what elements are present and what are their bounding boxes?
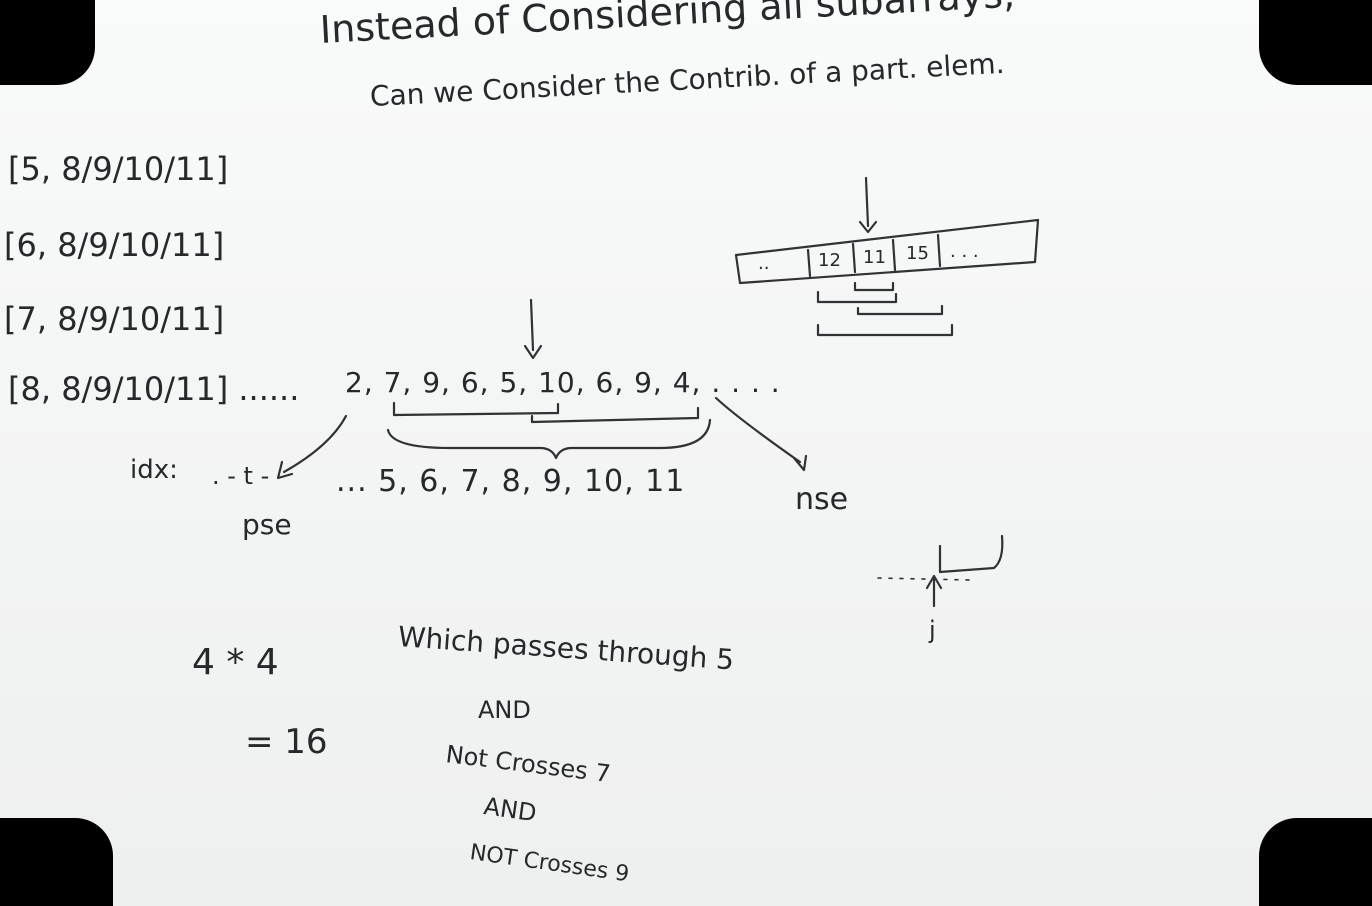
- array-box-divider: [806, 248, 812, 278]
- value-sequence: 2, 7, 9, 6, 5, 10, 6, 9, 4, . . . .: [345, 366, 781, 399]
- box-arrow-head: [858, 220, 878, 234]
- subarray-row-3: [7, 8/9/10/11]: [4, 300, 225, 338]
- sequence-brace: [386, 418, 712, 460]
- array-cell-1: 12: [818, 250, 841, 271]
- condition-line-2: AND: [478, 696, 531, 724]
- calc-result: = 16: [245, 722, 328, 762]
- subarray-row-1: [5, 8/9/10/11]: [8, 150, 229, 188]
- box-bracket: [816, 290, 898, 304]
- nse-curve: [714, 396, 802, 464]
- nse-arrow-head: [792, 454, 808, 472]
- idx-label: idx:: [130, 455, 178, 485]
- sequence-bracket: [392, 401, 560, 417]
- pse-label: pse: [242, 508, 292, 541]
- j-arrow-head: [925, 574, 943, 590]
- pse-curve: [282, 414, 348, 474]
- box-bracket: [853, 281, 895, 292]
- subarray-row-4: [8, 8/9/10/11] ......: [8, 370, 300, 408]
- array-cell-3: 15: [906, 243, 929, 264]
- frame-corner-bottom-right: [1259, 818, 1372, 906]
- array-box-divider: [891, 238, 897, 272]
- array-box-outline: [734, 218, 1040, 285]
- nse-label: nse: [795, 482, 849, 517]
- frame-corner-bottom-left: [0, 818, 113, 906]
- idx-values: ... 5, 6, 7, 8, 9, 10, 11: [336, 464, 686, 499]
- array-cell-2: 11: [863, 247, 886, 268]
- array-cell-4: . . .: [950, 241, 979, 262]
- frame-corner-top-right: [1259, 0, 1372, 85]
- array-box-divider: [936, 233, 942, 268]
- j-dots: [877, 577, 971, 581]
- calc-product: 4 * 4: [192, 642, 279, 683]
- five-arrow-shaft: [529, 298, 535, 352]
- j-bracket: [938, 534, 1004, 574]
- array-box-divider: [851, 242, 857, 274]
- j-label: j: [929, 616, 936, 644]
- box-arrow-shaft: [864, 176, 870, 228]
- array-cell-0: ..: [758, 253, 770, 274]
- box-bracket: [856, 304, 944, 316]
- subarray-row-2: [6, 8/9/10/11]: [4, 226, 225, 264]
- five-arrow-head: [523, 344, 543, 360]
- sequence-bracket: [530, 406, 700, 424]
- frame-corner-top-left: [0, 0, 95, 85]
- pse-arrow-head: [276, 460, 294, 480]
- idx-blank: . - t -: [212, 462, 270, 490]
- box-bracket: [816, 323, 954, 337]
